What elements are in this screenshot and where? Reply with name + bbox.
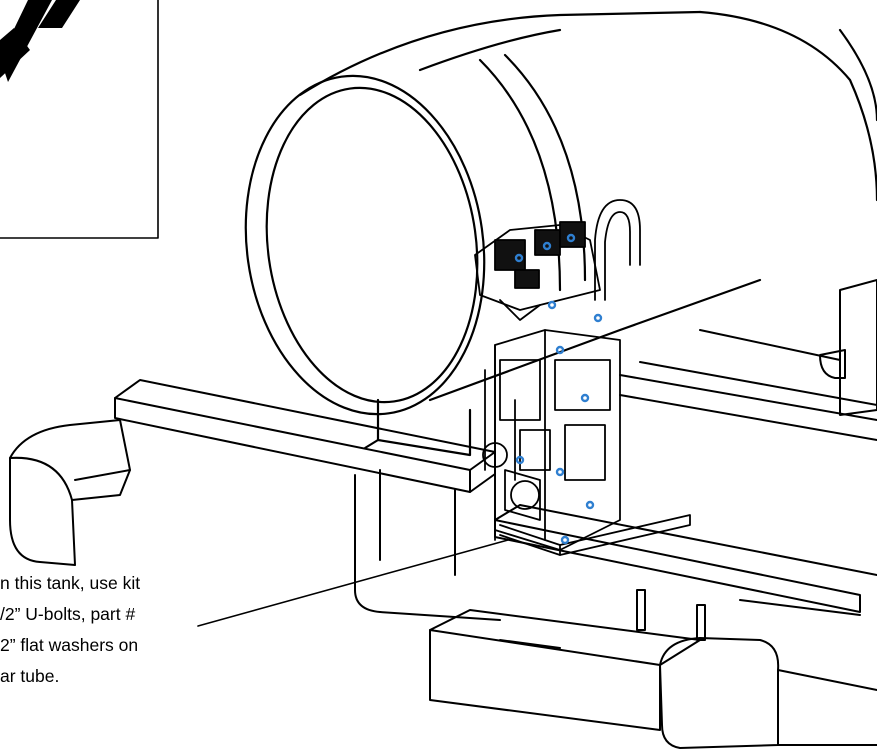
callout-text-block: n this tank, use kit /2” U-bolts, part #… xyxy=(0,568,240,692)
callout-line-4: ar tube. xyxy=(0,666,60,686)
skid-frame xyxy=(9,361,877,749)
inset-detail-box xyxy=(0,0,159,239)
right-saddle-bracket xyxy=(699,279,877,416)
callout-line-2: /2” U-bolts, part # xyxy=(0,604,136,624)
accent-fittings xyxy=(514,233,603,545)
callout-line-3: 2” flat washers on xyxy=(0,635,139,655)
regulator-valve-assembly xyxy=(474,199,691,556)
callout-leader-line xyxy=(197,539,509,627)
callout-line-1: n this tank, use kit xyxy=(0,573,141,593)
